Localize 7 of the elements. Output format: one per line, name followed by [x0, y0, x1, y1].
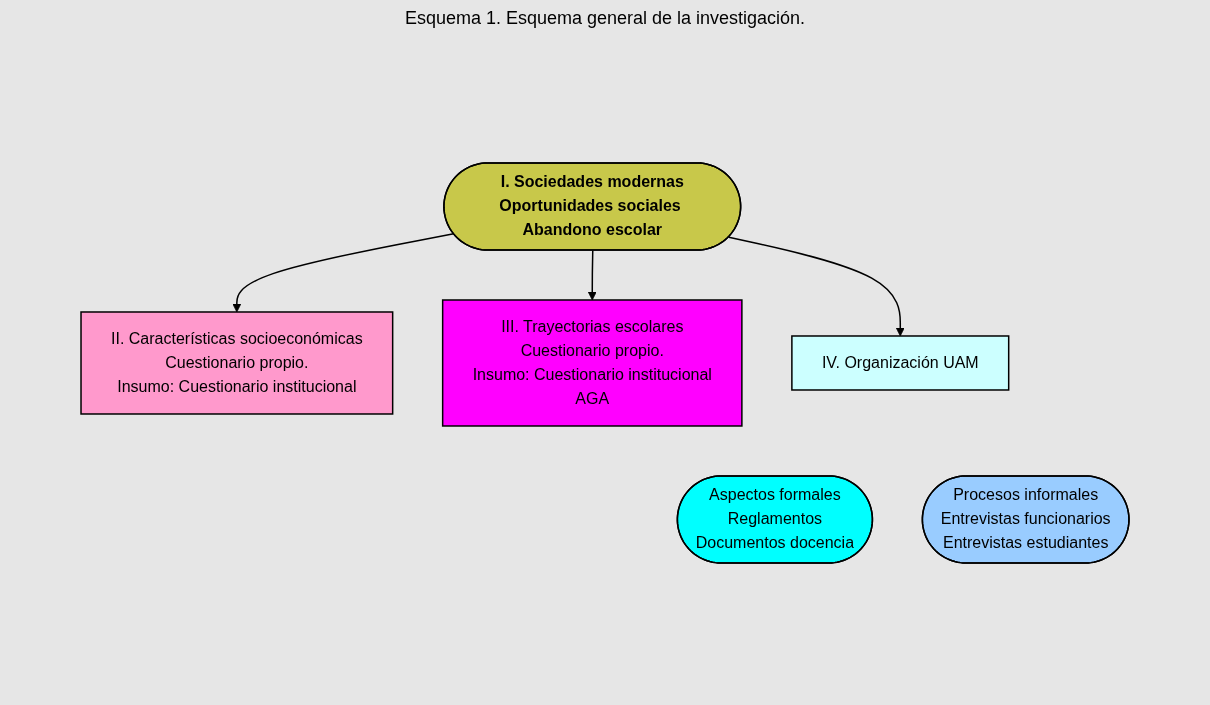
arrow [232, 233, 455, 313]
node-box: II. Características socioeconómicas Cuestionario propio. Insumo: Cuestionario institucional [80, 311, 394, 415]
node-box: III. Trayectorias escolares Cuestionario propio. Insumo: Cuestionario institucional AGA [441, 299, 743, 427]
arrow [728, 236, 905, 337]
diagram-title: Esquema 1. Esquema general de la investigación. [403, 7, 807, 30]
node-box: IV. Organización UAM [791, 335, 1010, 391]
arrow [587, 249, 597, 301]
